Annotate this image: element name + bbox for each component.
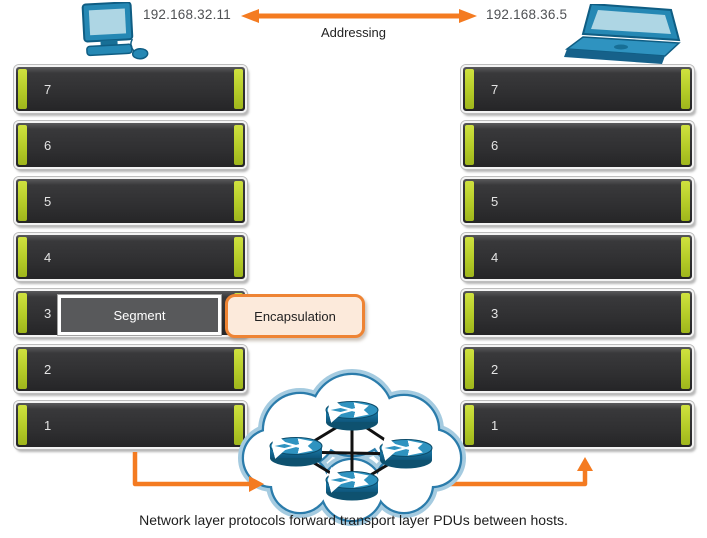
caption: Network layer protocols forward transpor…: [139, 512, 568, 528]
layer-number: 1: [44, 417, 52, 433]
router-right: [380, 440, 432, 469]
laptop-icon: [564, 4, 681, 64]
layer-number: 5: [491, 193, 499, 209]
left-layer-3: 3 Segment: [14, 289, 247, 337]
layer-number: 6: [491, 137, 499, 153]
layer-number: 4: [44, 249, 52, 265]
encapsulation-label: Encapsulation: [254, 308, 336, 324]
left-host-to-cloud-arrow: [132, 452, 264, 492]
left-layer-4: 4: [14, 233, 247, 281]
layer-number: 7: [44, 81, 52, 97]
left-layer-7: 7: [14, 65, 247, 113]
left-layer-1: 1: [14, 401, 247, 449]
network-cloud: [238, 369, 466, 526]
layer-number: 6: [44, 137, 52, 153]
layer-number: 1: [491, 417, 499, 433]
layer-number: 7: [491, 81, 499, 97]
right-layer-1: 1: [461, 401, 694, 449]
router-bottom: [326, 472, 378, 501]
router-left: [270, 438, 322, 467]
layer-number: 3: [491, 305, 499, 321]
right-layer-6: 6: [461, 121, 694, 169]
layer-number: 4: [491, 249, 499, 265]
right-layer-4: 4: [461, 233, 694, 281]
right-layer-5: 5: [461, 177, 694, 225]
layer-number: 2: [44, 361, 52, 377]
left-layer-5: 5: [14, 177, 247, 225]
right-host-ip: 192.168.36.5: [486, 7, 568, 22]
desktop-computer-icon: [81, 2, 149, 60]
right-layer-3: 3: [461, 289, 694, 337]
layer-number: 3: [44, 305, 52, 321]
left-layer-6: 6: [14, 121, 247, 169]
right-layer-7: 7: [461, 65, 694, 113]
addressing-arrow: [241, 9, 477, 23]
left-layer-2: 2: [14, 345, 247, 393]
layer-number: 5: [44, 193, 52, 209]
encapsulation-callout: Encapsulation: [225, 294, 365, 338]
cloud-to-right-host-arrow: [430, 457, 593, 487]
router-links: [295, 416, 407, 488]
segment-pdu-box: Segment: [57, 294, 222, 336]
router-top: [326, 402, 378, 431]
right-layer-2: 2: [461, 345, 694, 393]
addressing-label: Addressing: [320, 25, 387, 40]
layer-number: 2: [491, 361, 499, 377]
left-host-ip: 192.168.32.11: [143, 7, 231, 22]
left-osi-stack: 7 6 5 4 3 Segment 2 1: [14, 65, 247, 457]
segment-label: Segment: [113, 307, 166, 323]
right-osi-stack: 7 6 5 4 3 2 1: [461, 65, 694, 457]
